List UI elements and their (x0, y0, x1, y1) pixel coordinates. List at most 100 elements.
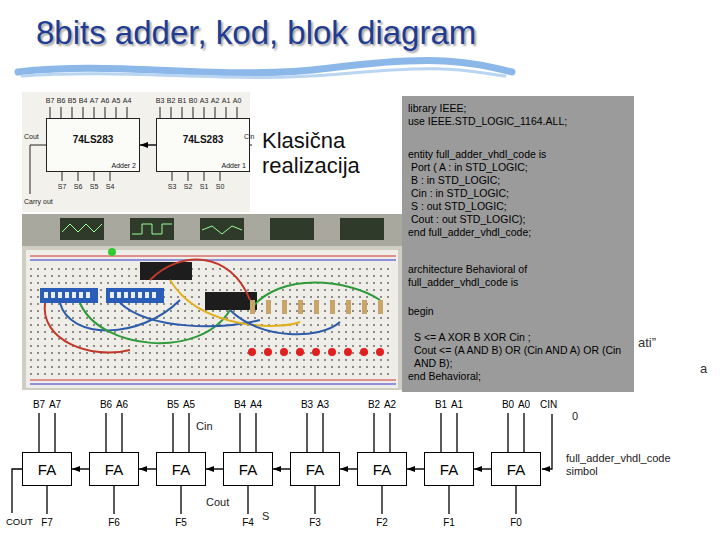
carry-connector (273, 468, 290, 469)
breadboard-photo (248, 348, 256, 356)
input-label: B1 (435, 399, 447, 411)
output-label: F1 (443, 517, 455, 529)
breadboard-photo (250, 300, 255, 314)
chip-figure (22, 92, 250, 212)
full-adder-label: FA (105, 461, 123, 478)
breadboard-photo (250, 300, 383, 314)
chip-figure (220, 172, 221, 181)
code-line: S <= A XOR B XOR Cin ; (408, 331, 628, 344)
breadboard-photo (22, 214, 402, 246)
vhdl-code-box: library IEEE;use IEEE.STD_LOGIC_1164.ALL… (402, 96, 634, 392)
full-adder-box: FA (89, 452, 139, 486)
output-label: F5 (175, 517, 187, 529)
carry-connector (140, 144, 156, 145)
breadboard-photo (58, 292, 62, 298)
breadboard-photo (202, 226, 242, 234)
adder-wiring (180, 486, 181, 514)
breadboard-photo (282, 300, 287, 314)
slide-title: 8bits adder, kod, blok diagram (36, 14, 476, 52)
partial-text: ati” (638, 336, 656, 351)
breadboard-photo (117, 292, 121, 298)
code-line: B : in STD_LOGIC; (408, 174, 628, 187)
chip-figure (171, 107, 172, 118)
adder-wiring (255, 413, 256, 452)
chip-label: Adder 2 (111, 162, 136, 169)
breadboard-photo (110, 292, 114, 298)
breadboard-photo (44, 292, 48, 298)
breadboard-photo (40, 288, 98, 303)
pin-label: B0 (189, 97, 198, 105)
breadboard-photo (80, 303, 230, 343)
adder-wiring (172, 413, 173, 452)
breadboard-photo (200, 218, 244, 240)
breadboard-photo (86, 292, 90, 298)
chip-figure (30, 107, 252, 194)
output-label: F0 (510, 517, 522, 529)
full-adder-label: FA (507, 461, 525, 478)
pin-label: A6 (101, 97, 110, 105)
code-line: Cout : out STD_LOGIC); (408, 213, 628, 226)
breadboard-photo (376, 348, 384, 356)
adder-wiring (46, 486, 47, 514)
pin-label: Cout (24, 133, 39, 141)
ic-chip: 74LS283Adder 1 (156, 118, 250, 172)
pin-label: S4 (106, 183, 115, 191)
breadboard-photo (60, 218, 104, 240)
chip-figure (215, 107, 216, 118)
carry-connector (206, 468, 223, 469)
chip-figure (193, 107, 194, 118)
input-label: A3 (317, 399, 329, 411)
pin-label: B7 (46, 97, 55, 105)
input-label: A5 (183, 399, 195, 411)
full-adder-box: FA (290, 452, 340, 486)
input-label: A0 (518, 399, 530, 411)
chip-figure (188, 172, 189, 181)
breadboard-photo (362, 300, 367, 314)
code-line: entity full_adder_vhdl_code is (408, 148, 628, 161)
breadboard-photo (106, 288, 164, 303)
output-label: F4 (242, 517, 254, 529)
code-line: architecture Behavioral of full_adder_vh… (408, 263, 628, 289)
chip-figure (182, 107, 183, 118)
breadboard-photo (170, 280, 300, 326)
carry-connector (340, 468, 357, 469)
annotation: Cout (206, 496, 229, 509)
full-adder-label: FA (38, 461, 56, 478)
breadboard-photo (45, 260, 380, 353)
full-adder-box: FA (223, 452, 273, 486)
pin-label: A1 (222, 97, 231, 105)
breadboard-photo (132, 224, 172, 234)
breadboard-photo (108, 248, 116, 256)
breadboard-photo (314, 300, 319, 314)
chip-figure (160, 107, 161, 118)
input-label: B6 (100, 399, 112, 411)
adder-wiring (105, 413, 106, 452)
full-adder-label: FA (306, 461, 324, 478)
partial-text: a (700, 362, 707, 377)
breadboard-photo (328, 348, 336, 356)
pin-label: S2 (184, 183, 193, 191)
chip-figure (172, 172, 173, 181)
pin-label: S3 (168, 183, 177, 191)
chip-part-number: 74LS283 (47, 134, 139, 145)
chip-figure (50, 107, 51, 118)
breadboard-photo (266, 300, 271, 314)
breadboard-photo (45, 303, 130, 353)
adder-wiring (456, 413, 457, 452)
chip-figure (105, 107, 106, 118)
adder-wiring (381, 486, 382, 514)
chip-figure (94, 107, 95, 118)
carry-connector (139, 468, 156, 469)
breadboard-photo (65, 292, 69, 298)
adder-wiring (448, 486, 449, 514)
full-adder-label: FA (172, 461, 190, 478)
adder-wiring (542, 414, 552, 469)
full-adder-label: FA (440, 461, 458, 478)
annotation: S (262, 510, 269, 523)
output-label: F3 (309, 517, 321, 529)
pin-label: A2 (211, 97, 220, 105)
breadboard-photo (30, 380, 396, 381)
adder-wiring (12, 469, 22, 513)
chip-figure (61, 107, 62, 118)
adder-wiring (113, 486, 114, 514)
